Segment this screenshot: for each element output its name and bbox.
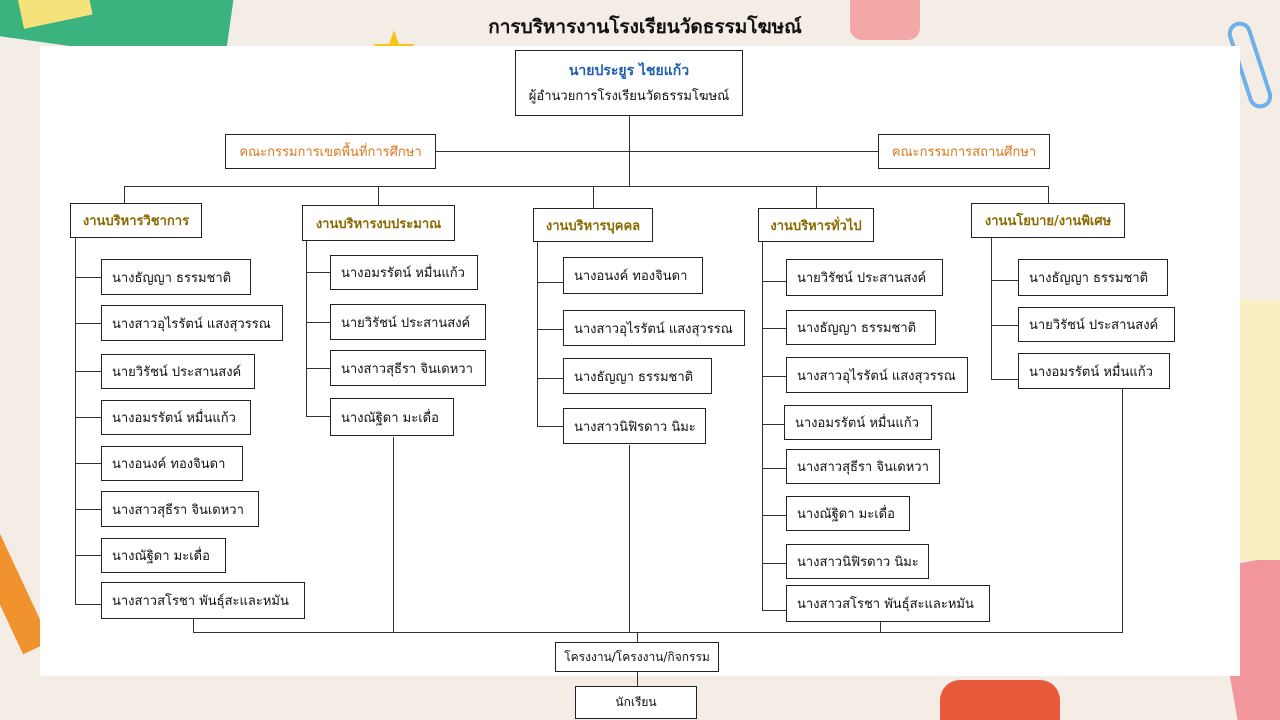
connector-line <box>75 463 101 464</box>
connector-line <box>124 186 125 203</box>
connector-line <box>762 468 786 469</box>
connector-line <box>436 151 878 152</box>
connector-line <box>762 376 786 377</box>
member-box: นางสาวอุไรรัตน์ แสงสุวรรณ <box>101 305 283 341</box>
member-box: นางณัฐิดา มะเดื่อ <box>330 398 454 436</box>
member-box: นายวิรัชน์ ประสานสงค์ <box>101 354 255 389</box>
connector-line <box>306 368 330 369</box>
connector-line <box>762 424 784 425</box>
director-name: นายประยูร ไชยแก้ว <box>568 63 690 79</box>
director-position: ผู้อำนวยการโรงเรียนวัดธรรมโฆษณ์ <box>528 89 730 104</box>
member-box: นางสาวสุธีรา จินเดหวา <box>330 350 486 386</box>
member-box: นางอมรรัตน์ หมื่นแก้ว <box>330 255 478 290</box>
connector-line <box>991 280 1018 281</box>
connector-line <box>816 186 817 208</box>
connector-line <box>629 445 630 632</box>
department-heading: งานบริหารทั่วไป <box>758 208 874 242</box>
connector-line <box>75 277 101 278</box>
connector-line <box>537 282 563 283</box>
connector-line <box>593 186 594 208</box>
connector-line <box>75 323 101 324</box>
director-box: นายประยูร ไชยแก้ว ผู้อำนวยการโรงเรียนวัด… <box>515 50 743 116</box>
member-box: นางธัญญา ธรรมชาติ <box>563 358 712 394</box>
department-heading: งานบริหารงบประมาณ <box>302 205 455 241</box>
member-box: นางสาวอุไรรัตน์ แสงสุวรรณ <box>786 357 968 393</box>
member-box: นางอนงค์ ทองจินดา <box>563 257 703 294</box>
connector-line <box>306 241 307 416</box>
connector-line <box>1048 186 1049 203</box>
member-box: นางณัฐิดา มะเดื่อ <box>786 496 910 531</box>
member-box: นายวิรัชน์ ประสานสงค์ <box>786 259 943 296</box>
connector-line <box>537 242 538 426</box>
students-box: นักเรียน <box>575 686 697 719</box>
connector-line <box>75 238 76 604</box>
connector-line <box>762 563 786 564</box>
member-box: นางอมรรัตน์ หมื่นแก้ว <box>784 405 932 440</box>
connector-line <box>991 379 1018 380</box>
connector-line <box>762 281 786 282</box>
member-box: นางสาวอุไรรัตน์ แสงสุวรรณ <box>563 310 745 346</box>
member-box: นางอมรรัตน์ หมื่นแก้ว <box>101 400 251 435</box>
connector-line <box>762 610 786 611</box>
department-heading: งานบริหารวิชาการ <box>70 203 202 238</box>
connector-line <box>991 325 1018 326</box>
connector-line <box>193 619 194 632</box>
member-box: นางณัฐิดา มะเดื่อ <box>101 538 226 573</box>
connector-line <box>762 242 763 610</box>
connector-line <box>75 604 101 605</box>
connector-line <box>637 632 638 642</box>
connector-line <box>537 329 563 330</box>
member-box: นายวิรัชน์ ประสานสงค์ <box>1018 307 1175 342</box>
connector-line <box>762 515 786 516</box>
member-box: นายวิรัชน์ ประสานสงค์ <box>330 304 486 340</box>
member-box: นางสาวสโรชา พันธุ์สะและหมัน <box>786 585 990 622</box>
decor-yellow-paper <box>1240 300 1280 560</box>
connector-line <box>306 416 330 417</box>
connector-line <box>306 272 330 273</box>
school-committee-box: คณะกรรมการสถานศึกษา <box>878 134 1050 169</box>
member-box: นางสาวสุธีรา จินเดหวา <box>101 491 259 527</box>
projects-box: โครงงาน/โครงงาน/กิจกรรม <box>555 642 719 672</box>
connector-line <box>762 328 786 329</box>
connector-line <box>880 622 881 632</box>
member-box: นางสาวนิฟิรดาว นิมะ <box>786 544 929 579</box>
connector-line <box>1122 389 1123 632</box>
decor-pencil-sharpener <box>850 0 920 40</box>
connector-line <box>378 186 379 205</box>
member-box: นางอนงค์ ทองจินดา <box>101 446 243 481</box>
member-box: นางสาวนิฟิรดาว นิมะ <box>563 408 706 444</box>
member-box: นางอมรรัตน์ หมื่นแก้ว <box>1018 353 1170 389</box>
page-title: การบริหารงานโรงเรียนวัดธรรมโฆษณ์ <box>488 16 802 38</box>
member-box: นางธัญญา ธรรมชาติ <box>786 310 936 345</box>
decor-coral-strip <box>940 680 1060 720</box>
connector-line <box>537 426 563 427</box>
member-box: นางสาวสุธีรา จินเดหวา <box>786 449 940 484</box>
member-box: นางธัญญา ธรรมชาติ <box>1018 259 1168 296</box>
connector-line <box>637 672 638 686</box>
member-box: นางธัญญา ธรรมชาติ <box>101 259 251 295</box>
connector-line <box>991 238 992 379</box>
connector-line <box>193 632 1123 633</box>
department-heading: งานบริหารบุคคล <box>533 208 653 242</box>
connector-line <box>75 417 101 418</box>
connector-line <box>75 371 101 372</box>
district-committee-box: คณะกรรมการเขตพื้นที่การศึกษา <box>225 134 436 169</box>
connector-line <box>537 378 563 379</box>
connector-line <box>124 186 1048 187</box>
connector-line <box>393 437 394 632</box>
connector-line <box>306 322 330 323</box>
connector-line <box>75 555 101 556</box>
connector-line <box>75 509 101 510</box>
department-heading: งานนโยบาย/งานพิเศษ <box>971 203 1125 238</box>
member-box: นางสาวสโรชา พันธุ์สะและหมัน <box>101 582 305 619</box>
